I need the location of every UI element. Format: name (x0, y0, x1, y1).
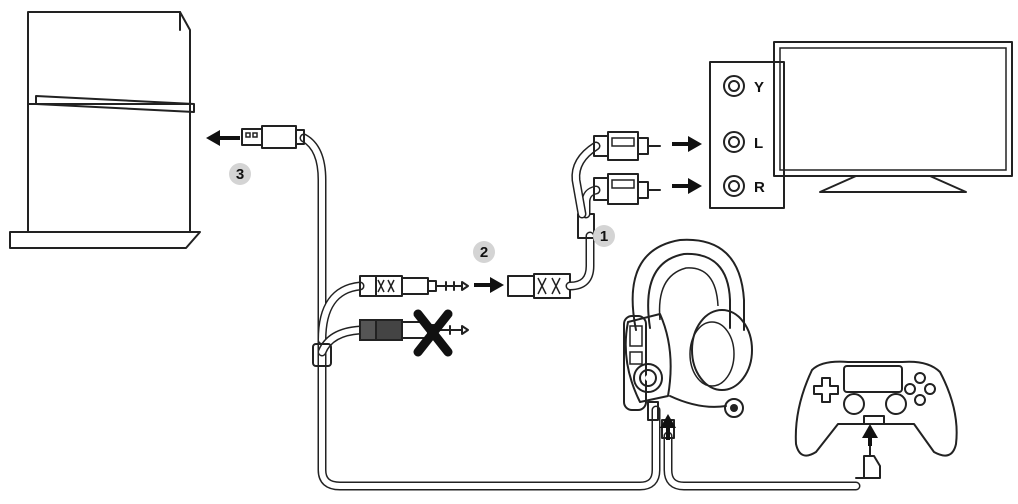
controller-cable (661, 419, 881, 491)
cable-splitter (312, 343, 332, 367)
step-badge-usb: 3 (229, 163, 251, 185)
arrow-to-controller-icon (862, 424, 878, 446)
tv-icon: Y L R (709, 41, 1013, 209)
arrow-to-adapter-icon (474, 277, 504, 293)
arrow-to-headset-icon (660, 414, 676, 440)
arrow-to-port-left-icon (672, 136, 702, 152)
port-right (723, 175, 745, 197)
port-left (723, 131, 745, 153)
port-label-left: L (754, 135, 763, 152)
ps4-console-icon (9, 11, 201, 249)
rca-plug-right (593, 173, 661, 205)
arrow-to-port-right-icon (672, 178, 702, 194)
arrow-to-console-icon (206, 130, 240, 146)
rca-adapter-cable (507, 141, 601, 299)
step-number-rca: 1 (600, 228, 608, 245)
step-badge-adapter: 2 (473, 241, 495, 263)
port-label-video: Y (754, 79, 764, 96)
port-video (723, 75, 745, 97)
port-label-right: R (754, 179, 765, 196)
main-cable (299, 133, 661, 491)
gamepad-icon (794, 360, 958, 457)
usb-plug (241, 125, 305, 149)
step-number-adapter: 2 (480, 244, 488, 261)
tv-port-panel (709, 61, 785, 209)
unused-plug (359, 319, 469, 341)
audio-plug (359, 275, 469, 297)
step-badge-rca: 1 (593, 225, 615, 247)
step-number-usb: 3 (236, 166, 244, 183)
x-mark-icon (413, 309, 453, 357)
gaming-headset-icon (623, 238, 753, 421)
rca-plug-left (593, 131, 661, 161)
